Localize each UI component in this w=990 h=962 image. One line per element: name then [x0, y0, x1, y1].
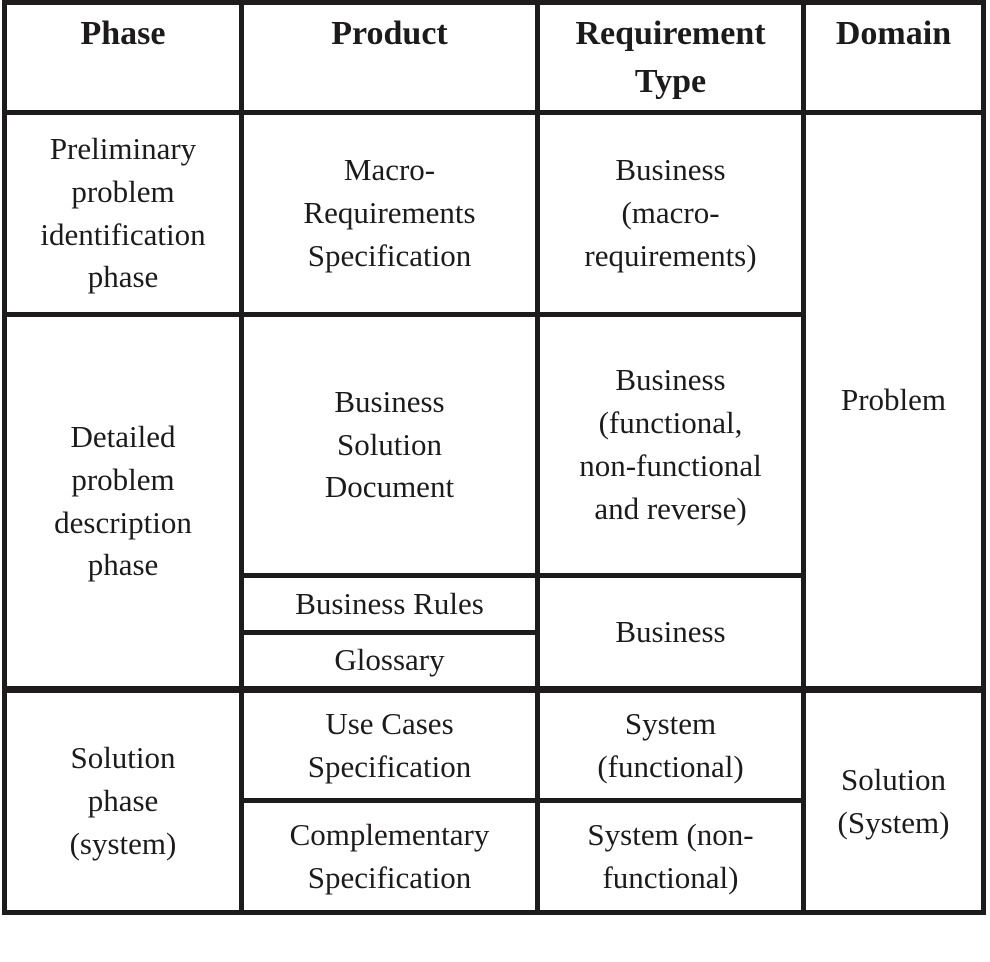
- cell-product-macro-requirements-specification: Macro- Requirements Specification: [239, 110, 540, 317]
- cell-reqtype-system-functional: System (functional): [535, 686, 806, 803]
- table-row: Complementary Specification System (non-…: [5, 798, 984, 915]
- cell-reqtype-business: Business: [535, 573, 806, 692]
- table-row: Glossary: [5, 630, 984, 692]
- cell-phase-solution-system: Solution phase (system): [2, 686, 244, 915]
- cell-reqtype-system-non-functional: System (non- functional): [535, 798, 806, 915]
- header-row: Phase Product Requirement Type Domain: [2, 0, 986, 115]
- cell-domain-solution-system: Solution (System): [801, 686, 986, 915]
- cell-product-use-cases-specification: Use Cases Specification: [239, 686, 540, 803]
- cell-reqtype-business-macro-requirements: Business (macro- requirements): [535, 110, 806, 317]
- column-header-phase: Phase: [2, 0, 244, 115]
- table-row: Business Rules Business: [5, 573, 984, 692]
- cell-product-glossary: Glossary: [239, 630, 540, 692]
- cell-product-business-solution-document: Business Solution Document: [239, 312, 540, 578]
- column-header-requirement-type: Requirement Type: [535, 0, 806, 115]
- table-row: Solution phase (system) Use Cases Specif…: [2, 686, 986, 915]
- cell-phase-preliminary-problem-identification: Preliminary problem identification phase: [2, 110, 244, 317]
- column-header-product: Product: [239, 0, 540, 115]
- cell-phase-detailed-problem-description: Detailed problem description phase: [2, 312, 244, 692]
- cell-reqtype-business-functional: Business (functional, non-functional and…: [535, 312, 806, 578]
- table-row: Preliminary problem identification phase…: [2, 110, 986, 692]
- requirements-engineering-table: Phase Product Requirement Type Domain Pr…: [2, 0, 986, 915]
- cell-product-complementary-specification: Complementary Specification: [239, 798, 540, 915]
- cell-domain-problem: Problem: [801, 110, 986, 692]
- table-row: Detailed problem description phase Busin…: [2, 312, 984, 692]
- cell-product-business-rules: Business Rules: [239, 573, 540, 635]
- column-header-domain: Domain: [801, 0, 986, 115]
